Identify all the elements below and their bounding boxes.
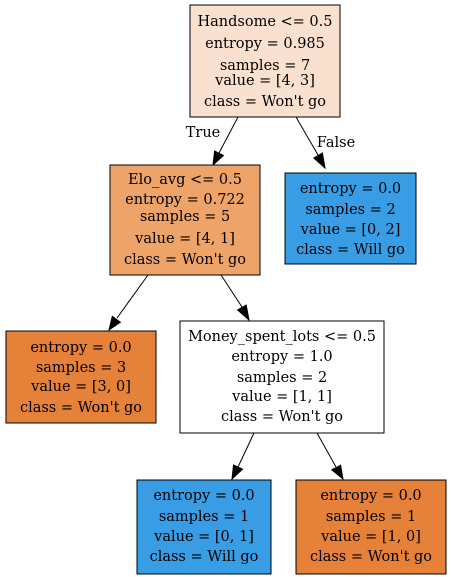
node-leaf-will-go-1-entropy: entropy = 0.0 bbox=[153, 488, 254, 504]
node-leaf-wont-go-3-entropy: entropy = 0.0 bbox=[30, 340, 131, 356]
edge-root-to-elo-avg bbox=[212, 116, 239, 167]
node-money-spent-lots: Money_spent_lots <= 0.5 entropy = 1.0 sa… bbox=[179, 320, 385, 434]
node-root-split: Handsome <= 0.5 bbox=[198, 14, 333, 30]
node-root-value: value = [4, 3] bbox=[214, 73, 315, 89]
edge-label-false: False bbox=[317, 135, 355, 151]
node-root-entropy: entropy = 0.985 bbox=[205, 36, 325, 52]
node-leaf-will-go-1-value: value = [0, 1] bbox=[153, 529, 254, 545]
node-money-spent-lots-value: value = [1, 1] bbox=[231, 389, 332, 405]
node-root: Handsome <= 0.5 entropy = 0.985 samples … bbox=[189, 4, 341, 118]
node-root-class: class = Won't go bbox=[204, 94, 326, 110]
edge-money-spent-lots-to-wont-go-1 bbox=[316, 432, 344, 481]
node-leaf-wont-go-1-class: class = Won't go bbox=[310, 549, 432, 565]
node-leaf-wont-go-1-entropy: entropy = 0.0 bbox=[320, 488, 421, 504]
node-elo-avg: Elo_avg <= 0.5 entropy = 0.722 samples =… bbox=[109, 164, 261, 276]
node-leaf-wont-go-1: entropy = 0.0 samples = 1 value = [1, 0]… bbox=[295, 479, 447, 575]
edge-elo-avg-to-money-spent-lots bbox=[220, 274, 250, 322]
node-root-samples: samples = 7 bbox=[220, 58, 310, 74]
node-leaf-wont-go-3-box bbox=[5, 330, 157, 424]
node-leaf-will-go-1: entropy = 0.0 samples = 1 value = [0, 1]… bbox=[136, 479, 272, 575]
node-leaf-will-go-2-samples: samples = 2 bbox=[305, 202, 395, 218]
node-money-spent-lots-split: Money_spent_lots <= 0.5 bbox=[188, 329, 376, 345]
node-leaf-will-go-2-class: class = Will go bbox=[296, 242, 405, 258]
node-leaf-will-go-1-samples: samples = 1 bbox=[159, 509, 249, 525]
node-leaf-wont-go-3-samples: samples = 3 bbox=[36, 360, 126, 376]
node-leaf-will-go-1-class: class = Will go bbox=[150, 549, 259, 565]
node-root-box bbox=[189, 4, 341, 118]
node-leaf-will-go-1-box bbox=[136, 479, 272, 575]
edge-elo-avg-to-wont-go-3 bbox=[108, 274, 149, 332]
node-elo-avg-box bbox=[109, 164, 261, 276]
node-elo-avg-split: Elo_avg <= 0.5 bbox=[128, 172, 242, 188]
node-money-spent-lots-class: class = Won't go bbox=[221, 409, 343, 425]
node-money-spent-lots-entropy: entropy = 1.0 bbox=[231, 349, 332, 365]
node-leaf-wont-go-3-class: class = Won't go bbox=[20, 400, 142, 416]
edge-root-to-will-go-2 bbox=[295, 116, 326, 170]
edge-label-true: True bbox=[186, 125, 221, 141]
node-leaf-will-go-2-value: value = [0, 2] bbox=[300, 222, 401, 238]
node-leaf-will-go-2-box bbox=[284, 172, 417, 265]
node-elo-avg-samples: samples = 5 bbox=[140, 209, 230, 225]
node-leaf-will-go-2-entropy: entropy = 0.0 bbox=[300, 181, 401, 197]
node-elo-avg-entropy: entropy = 0.722 bbox=[125, 192, 245, 208]
node-leaf-wont-go-3: entropy = 0.0 samples = 3 value = [3, 0]… bbox=[5, 330, 157, 424]
node-leaf-wont-go-1-box bbox=[295, 479, 447, 575]
node-money-spent-lots-box bbox=[179, 320, 385, 434]
edge-money-spent-lots-to-will-go-1 bbox=[231, 432, 255, 481]
node-leaf-wont-go-3-value: value = [3, 0] bbox=[30, 379, 131, 395]
node-leaf-wont-go-1-value: value = [1, 0] bbox=[320, 529, 421, 545]
node-leaf-will-go-2: entropy = 0.0 samples = 2 value = [0, 2]… bbox=[284, 172, 417, 265]
node-leaf-wont-go-1-samples: samples = 1 bbox=[326, 509, 416, 525]
node-money-spent-lots-samples: samples = 2 bbox=[237, 370, 327, 386]
node-elo-avg-class: class = Won't go bbox=[124, 252, 246, 268]
node-elo-avg-value: value = [4, 1] bbox=[134, 231, 235, 247]
